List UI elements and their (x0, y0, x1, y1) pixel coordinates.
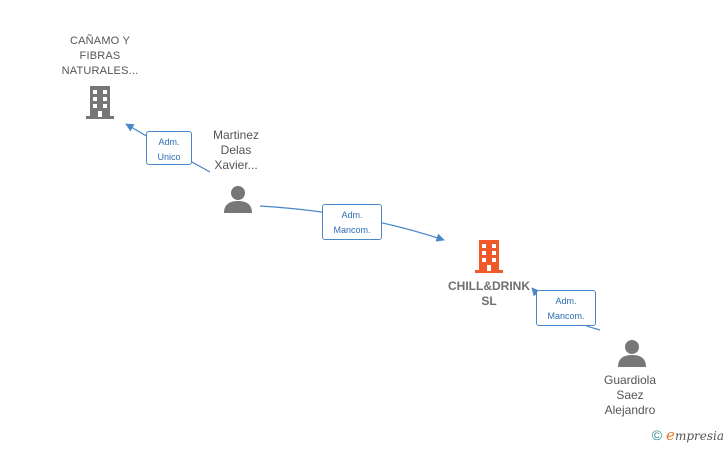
brand-logo: ©empresia (652, 426, 724, 444)
node-label-canamo[interactable]: CAÑAMO Y FIBRAS NATURALES... (61, 35, 139, 77)
person-icon[interactable] (222, 184, 254, 214)
node-label-martinez[interactable]: Martinez Delas Xavier... (212, 128, 259, 172)
main-building-icon[interactable] (473, 238, 505, 274)
brand-name: mpresia (674, 429, 724, 443)
edge-label-adm-unico[interactable]: Adm. Unico (146, 131, 192, 165)
person-icon[interactable] (616, 338, 648, 368)
building-icon[interactable] (84, 84, 116, 120)
edge-label-adm-mancom-2[interactable]: Adm. Mancom. (536, 290, 596, 326)
copyright-icon: © (651, 427, 663, 443)
edge-label-adm-mancom-1[interactable]: Adm. Mancom. (322, 204, 382, 240)
node-label-chill[interactable]: CHILL&DRINK SL (448, 279, 530, 308)
node-label-guardiola[interactable]: Guardiola Saez Alejandro (603, 373, 657, 417)
brand-e: e (666, 426, 675, 444)
